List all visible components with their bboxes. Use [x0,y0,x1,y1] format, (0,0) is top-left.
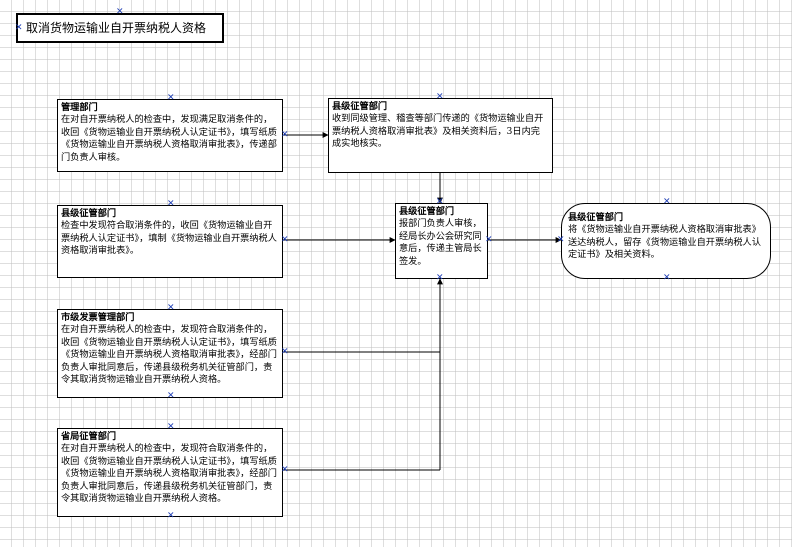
connection-point-icon: ✕ [281,235,289,245]
node-management-dept: 管理部门 在对自开票纳税人的检查中，发现满足取消条件的，收回《货物运输业自开票纳… [57,99,283,172]
node-city-invoice-dept: 市级发票管理部门 在对自开票纳税人的检查中，发现符合取消条件的，收回《货物运输业… [57,309,283,398]
node-province-dept: 省局征管部门 在对自开票纳税人的检查中，发现符合取消条件的，收回《货物运输业自开… [57,428,283,517]
connection-point-icon: ✕ [436,273,444,283]
node-text: 将《货物运输业自开票纳税人资格取消审批表》送达纳税人，留存《货物运输业自开票纳税… [568,224,761,261]
connection-point-icon: ✕ [116,7,124,17]
node-county-dept-terminal: 县级征管部门 将《货物运输业自开票纳税人资格取消审批表》送达纳税人，留存《货物运… [561,203,771,279]
node-heading: 县级征管部门 [568,212,624,223]
node-text: 在对自开票纳税人的检查中，发现符合取消条件的，收回《货物运输业自开票纳税人认定证… [61,443,277,505]
connection-point-icon: ✕ [663,197,671,207]
connection-point-icon: ✕ [281,347,289,357]
connection-point-icon: ✕ [281,130,289,140]
node-heading: 县级征管部门 [399,206,455,217]
node-county-dept-review: 县级征管部门 报部门负责人审核，经局长办公会研究同意后，传递主管局长签发。 [395,203,488,279]
connection-point-icon: ✕ [167,199,175,209]
node-county-dept-receive: 县级征管部门 收到同级管理、稽查等部门传递的《货物运输业自开票纳税人资格取消审批… [328,98,553,173]
node-heading: 市级发票管理部门 [61,312,135,323]
node-heading: 县级征管部门 [61,208,117,219]
connection-point-icon: ✕ [167,511,175,521]
connection-point-icon: ✕ [15,23,23,33]
node-county-dept-left: 县级征管部门 检查中发现符合取消条件的，收回《货物运输业自开票纳税人认定证书》，… [57,205,283,278]
connection-point-icon: ✕ [663,273,671,283]
connection-point-icon: ✕ [167,303,175,313]
connection-point-icon: ✕ [436,92,444,102]
connection-point-icon: ✕ [281,465,289,475]
node-text: 在对自开票纳税人的检查中，发现满足取消条件的，收回《货物运输业自开票纳税人认定证… [61,114,277,163]
diagram-title: 取消货物运输业自开票纳税人资格 [16,13,224,43]
connection-point-icon: ✕ [557,235,565,245]
connection-point-icon: ✕ [167,422,175,432]
connection-point-icon: ✕ [167,93,175,103]
node-text: 报部门负责人审核，经局长办公会研究同意后，传递主管局长签发。 [399,218,482,267]
node-text: 检查中发现符合取消条件的，收回《货物运输业自开票纳税人认定证书》，填制《货物运输… [61,220,277,257]
node-heading: 管理部门 [61,102,98,113]
connection-point-icon: ✕ [485,235,493,245]
node-text: 收到同级管理、稽查等部门传递的《货物运输业自开票纳税人资格取消审批表》及相关资料… [332,113,544,150]
connection-point-icon: ✕ [167,391,175,401]
node-heading: 县级征管部门 [332,101,388,112]
connection-point-icon: ✕ [436,197,444,207]
node-text: 在对自开票纳税人的检查中，发现符合取消条件的，收回《货物运输业自开票纳税人认定证… [61,324,277,386]
node-heading: 省局征管部门 [61,431,117,442]
